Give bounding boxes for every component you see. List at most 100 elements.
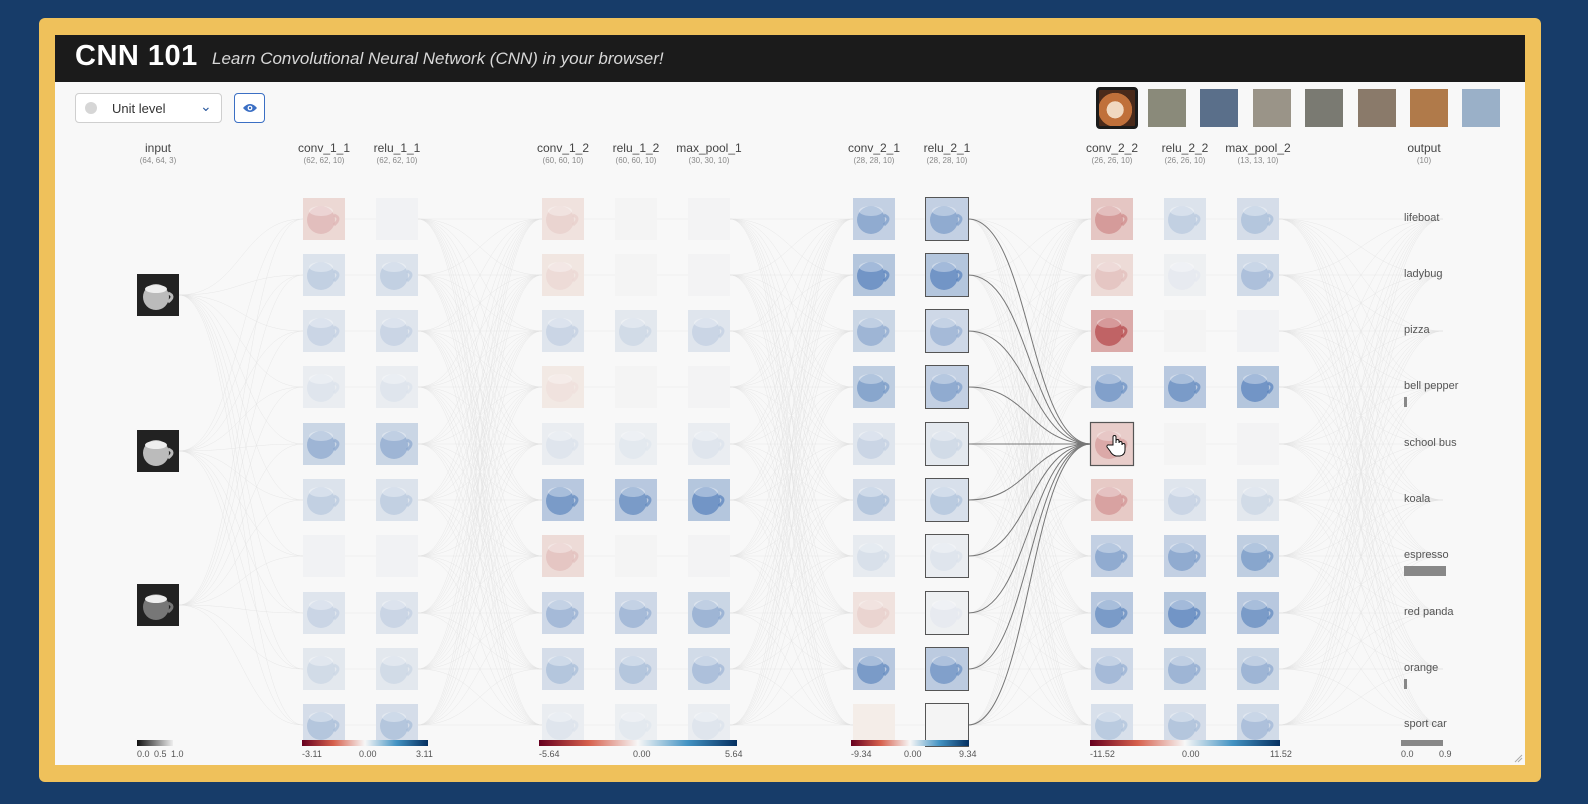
feature-map-max-pool-1-1[interactable]: [688, 198, 730, 240]
feature-map-relu-1-1-8[interactable]: [376, 592, 418, 634]
level-select[interactable]: Unit level ⌄: [75, 93, 222, 123]
sample-image-6[interactable]: [1357, 89, 1396, 127]
feature-map-relu-1-1-4[interactable]: [376, 366, 418, 408]
feature-map-max-pool-1-4[interactable]: [688, 366, 730, 408]
feature-map-conv-1-2-7[interactable]: [542, 535, 584, 577]
feature-map-max-pool-2-4[interactable]: [1237, 366, 1279, 408]
feature-map-relu-2-1-1[interactable]: [925, 197, 969, 241]
eye-toggle-button[interactable]: [234, 93, 265, 123]
feature-map-conv-2-2-4[interactable]: [1091, 366, 1133, 408]
feature-map-max-pool-1-7[interactable]: [688, 535, 730, 577]
feature-map-max-pool-2-5[interactable]: [1237, 423, 1279, 465]
feature-map-relu-1-2-7[interactable]: [615, 535, 657, 577]
sample-image-7[interactable]: [1410, 89, 1448, 127]
feature-map-conv-2-1-4[interactable]: [853, 366, 895, 408]
feature-map-conv-1-1-8[interactable]: [303, 592, 345, 634]
feature-map-conv-2-1-5[interactable]: [853, 423, 895, 465]
feature-map-conv-2-2-7[interactable]: [1091, 535, 1133, 577]
feature-map-relu-1-2-5[interactable]: [615, 423, 657, 465]
feature-map-relu-2-1-7[interactable]: [925, 534, 969, 578]
feature-map-relu-1-2-8[interactable]: [615, 592, 657, 634]
feature-map-relu-1-2-6[interactable]: [615, 479, 657, 521]
feature-map-max-pool-2-6[interactable]: [1237, 479, 1279, 521]
feature-map-relu-2-2-8[interactable]: [1164, 592, 1206, 634]
feature-map-conv-2-2-9[interactable]: [1091, 648, 1133, 690]
feature-map-max-pool-2-7[interactable]: [1237, 535, 1279, 577]
feature-map-relu-2-2-9[interactable]: [1164, 648, 1206, 690]
input-channel-3[interactable]: [137, 584, 179, 626]
feature-map-relu-2-2-10[interactable]: [1164, 704, 1206, 746]
feature-map-relu-1-1-7[interactable]: [376, 535, 418, 577]
feature-map-conv-1-2-9[interactable]: [542, 648, 584, 690]
feature-map-relu-1-1-2[interactable]: [376, 254, 418, 296]
sample-image-4[interactable]: [1252, 89, 1291, 127]
feature-map-relu-1-2-1[interactable]: [615, 198, 657, 240]
feature-map-conv-2-2-5[interactable]: [1089, 421, 1135, 467]
feature-map-relu-1-2-3[interactable]: [615, 310, 657, 352]
feature-map-max-pool-1-10[interactable]: [688, 704, 730, 746]
feature-map-conv-2-1-1[interactable]: [853, 198, 895, 240]
feature-map-conv-1-1-7[interactable]: [303, 535, 345, 577]
feature-map-conv-1-2-1[interactable]: [542, 198, 584, 240]
feature-map-conv-1-1-1[interactable]: [303, 198, 345, 240]
feature-map-max-pool-2-8[interactable]: [1237, 592, 1279, 634]
feature-map-relu-2-2-3[interactable]: [1164, 310, 1206, 352]
feature-map-relu-2-2-6[interactable]: [1164, 479, 1206, 521]
feature-map-max-pool-2-9[interactable]: [1237, 648, 1279, 690]
feature-map-relu-1-2-10[interactable]: [615, 704, 657, 746]
feature-map-conv-1-2-2[interactable]: [542, 254, 584, 296]
feature-map-relu-2-1-5[interactable]: [925, 422, 969, 466]
feature-map-max-pool-1-6[interactable]: [688, 479, 730, 521]
feature-map-conv-2-2-6[interactable]: [1091, 479, 1133, 521]
feature-map-conv-1-1-5[interactable]: [303, 423, 345, 465]
feature-map-relu-2-1-6[interactable]: [925, 478, 969, 522]
sample-image-5[interactable]: [1305, 89, 1344, 127]
feature-map-conv-2-1-7[interactable]: [853, 535, 895, 577]
feature-map-conv-1-1-3[interactable]: [303, 310, 345, 352]
feature-map-conv-2-1-3[interactable]: [853, 310, 895, 352]
feature-map-conv-2-2-2[interactable]: [1091, 254, 1133, 296]
feature-map-relu-2-1-4[interactable]: [925, 365, 969, 409]
feature-map-relu-1-1-1[interactable]: [376, 198, 418, 240]
feature-map-max-pool-1-5[interactable]: [688, 423, 730, 465]
feature-map-relu-2-1-10[interactable]: [925, 703, 969, 747]
feature-map-conv-1-1-9[interactable]: [303, 648, 345, 690]
feature-map-relu-2-2-1[interactable]: [1164, 198, 1206, 240]
feature-map-conv-1-1-4[interactable]: [303, 366, 345, 408]
resize-handle-icon[interactable]: [1513, 753, 1523, 763]
feature-map-relu-2-2-2[interactable]: [1164, 254, 1206, 296]
feature-map-relu-1-1-5[interactable]: [376, 423, 418, 465]
feature-map-conv-1-1-10[interactable]: [303, 704, 345, 746]
input-channel-1[interactable]: [137, 274, 179, 316]
feature-map-conv-2-2-1[interactable]: [1091, 198, 1133, 240]
feature-map-relu-1-1-10[interactable]: [376, 704, 418, 746]
feature-map-relu-1-1-9[interactable]: [376, 648, 418, 690]
feature-map-conv-2-1-10[interactable]: [853, 704, 895, 746]
feature-map-conv-2-2-10[interactable]: [1091, 704, 1133, 746]
feature-map-conv-2-1-2[interactable]: [853, 254, 895, 296]
feature-map-relu-1-2-4[interactable]: [615, 366, 657, 408]
sample-image-8[interactable]: [1462, 89, 1501, 127]
feature-map-conv-1-2-10[interactable]: [542, 704, 584, 746]
feature-map-max-pool-2-3[interactable]: [1237, 310, 1279, 352]
feature-map-conv-2-1-9[interactable]: [853, 648, 895, 690]
feature-map-relu-2-2-4[interactable]: [1164, 366, 1206, 408]
feature-map-conv-1-2-8[interactable]: [542, 592, 584, 634]
feature-map-conv-1-1-6[interactable]: [303, 479, 345, 521]
feature-map-relu-2-1-2[interactable]: [925, 253, 969, 297]
feature-map-conv-1-1-2[interactable]: [303, 254, 345, 296]
sample-image-2[interactable]: [1148, 89, 1186, 127]
feature-map-conv-1-2-3[interactable]: [542, 310, 584, 352]
feature-map-conv-2-2-3[interactable]: [1091, 310, 1133, 352]
feature-map-relu-2-2-5[interactable]: [1164, 423, 1206, 465]
feature-map-max-pool-1-2[interactable]: [688, 254, 730, 296]
feature-map-relu-2-1-3[interactable]: [925, 309, 969, 353]
input-channel-2[interactable]: [137, 430, 179, 472]
feature-map-conv-1-2-4[interactable]: [542, 366, 584, 408]
feature-map-conv-1-2-5[interactable]: [542, 423, 584, 465]
feature-map-relu-2-2-7[interactable]: [1164, 535, 1206, 577]
feature-map-max-pool-2-10[interactable]: [1237, 704, 1279, 746]
feature-map-max-pool-1-9[interactable]: [688, 648, 730, 690]
feature-map-max-pool-2-1[interactable]: [1237, 198, 1279, 240]
feature-map-relu-1-1-6[interactable]: [376, 479, 418, 521]
